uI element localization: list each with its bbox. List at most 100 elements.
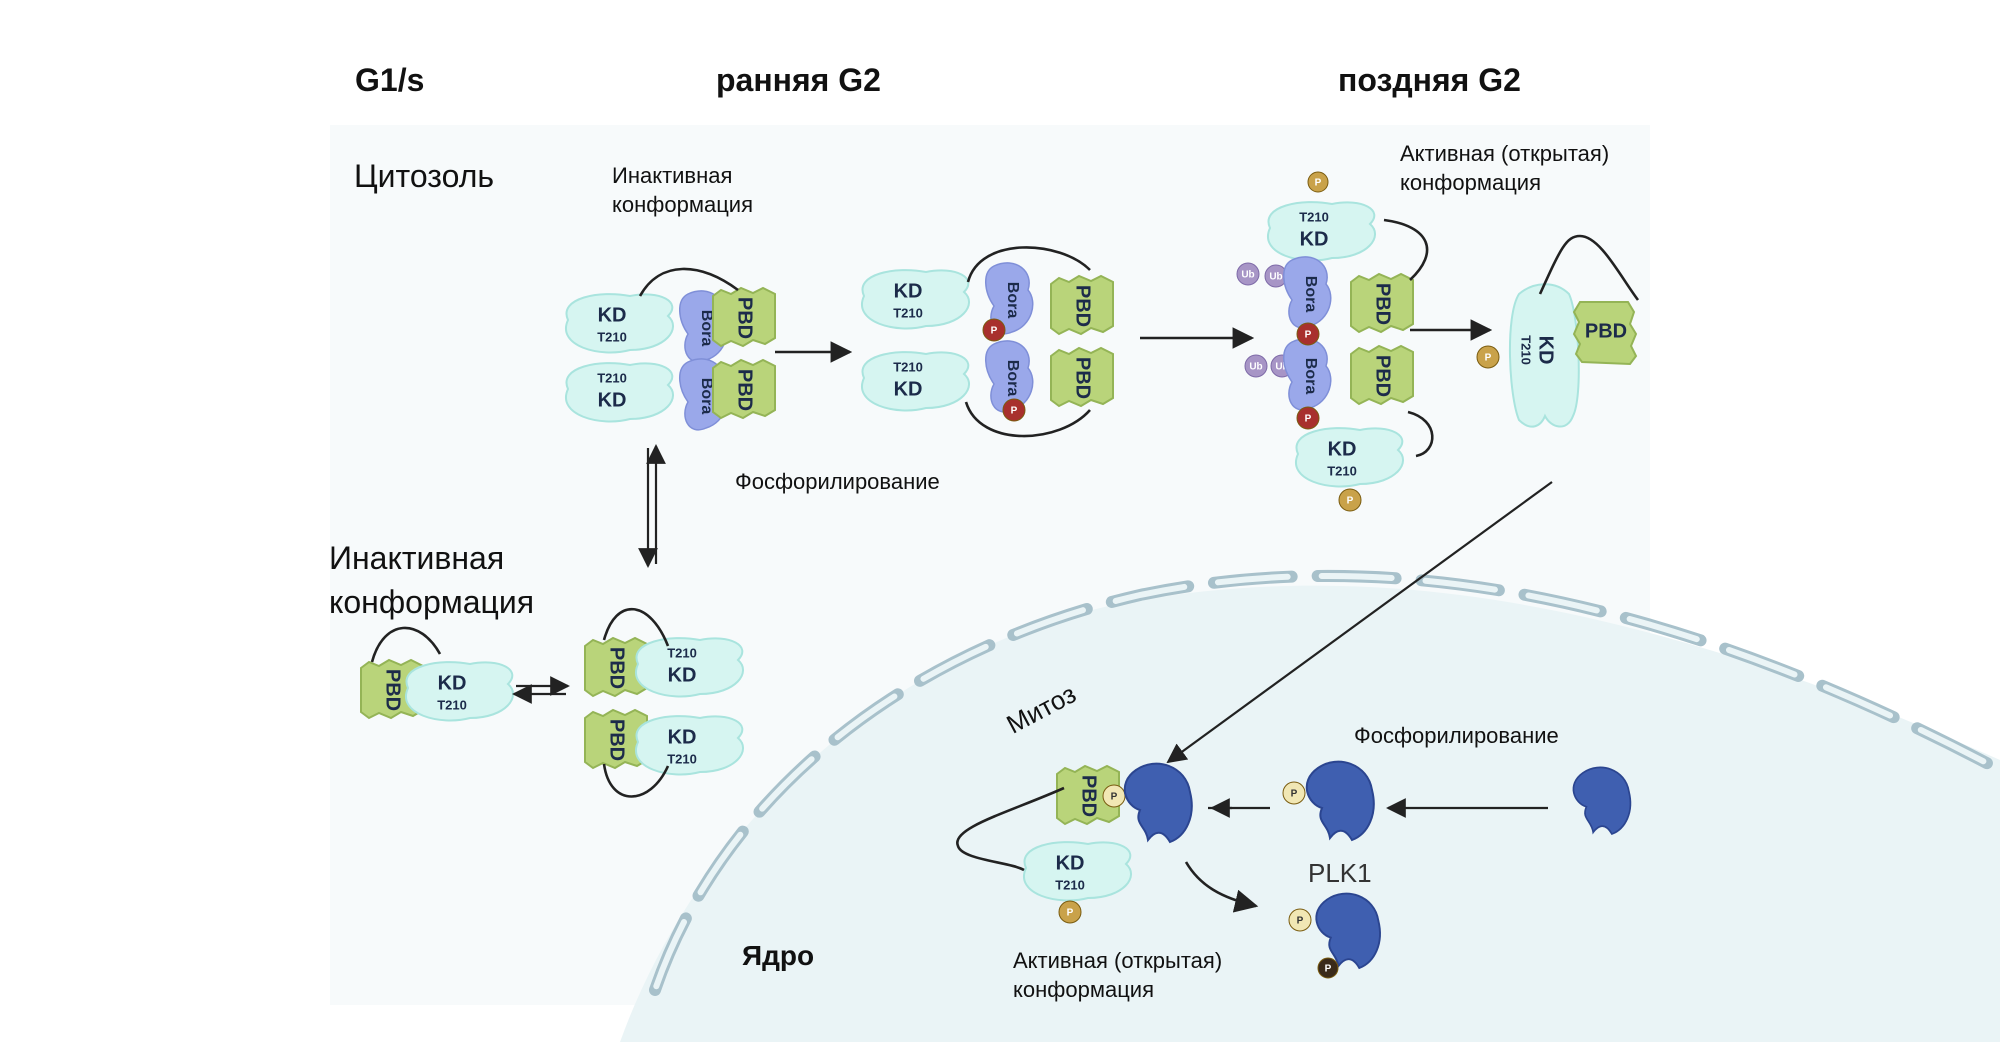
kd-shape — [405, 661, 514, 722]
linker-g1-dimer-1 — [602, 607, 670, 647]
pbd-pocket — [1376, 368, 1394, 384]
plk1-bottom — [1315, 892, 1381, 970]
kd-shape — [565, 362, 674, 423]
phospho-circle — [1338, 488, 1362, 512]
inactive-conformation-top-label: Инактивная конформация — [612, 163, 753, 217]
t210-text: T210 — [893, 305, 923, 320]
ub-text: Ub — [1275, 362, 1288, 373]
kd-early-p-2: KD T210 — [861, 351, 970, 412]
phospho-circle — [1296, 406, 1320, 430]
bora-shape — [985, 262, 1034, 335]
phospho-text: P — [991, 326, 998, 337]
pbd-text: PBD — [1372, 355, 1394, 397]
phospho-mitosis: P — [1102, 784, 1126, 808]
inactive-conformation-left-label: Инактивная конформация — [329, 540, 535, 620]
kd-text: KD — [1056, 852, 1085, 874]
phospho-text: P — [1291, 789, 1298, 800]
cytosol-label: Цитозоль — [354, 158, 495, 194]
phospho-late-bottom: P — [1338, 488, 1362, 512]
phase-early-g2-label: ранняя G2 — [716, 62, 881, 98]
kd-late-2: KD T210 — [1295, 427, 1404, 488]
linker-mitosis — [956, 786, 1065, 872]
linker-late-1 — [1383, 218, 1429, 281]
kd-open-text: KD — [1535, 336, 1557, 365]
ub-text: Ub — [1249, 362, 1262, 373]
phospho-plk1-mid: P — [1282, 781, 1306, 805]
phospho-plk1-bottom: P — [1288, 908, 1312, 932]
linker-late-2 — [1407, 410, 1434, 458]
pbd-g1: PBD — [360, 658, 424, 720]
pbd-text: PBD — [382, 669, 404, 711]
kd-open-shape — [1509, 283, 1580, 428]
bora-early-p-1: Bora — [985, 262, 1034, 335]
kd-text: KD — [668, 726, 697, 748]
phospho-text: P — [1111, 792, 1118, 803]
phosphorylation-top-label: Фосфорилирование — [735, 469, 940, 494]
phospho-circle — [1307, 171, 1329, 193]
phospho-text: P — [1485, 353, 1492, 364]
nucleus-region — [620, 585, 2000, 1042]
phase-late-g2-label: поздняя G2 — [1338, 62, 1521, 98]
kd-labels: KD T210 — [893, 359, 923, 400]
linker-early-p-1 — [966, 246, 1091, 283]
phospho-circle — [1282, 781, 1306, 805]
pbd-text: PBD — [606, 647, 628, 689]
pbd-text: PBD — [606, 719, 628, 761]
phospho-text: P — [1297, 916, 1304, 927]
phospho-circle — [1317, 957, 1339, 979]
t210-text: T210 — [667, 645, 697, 660]
phospho-late-top: P — [1307, 171, 1329, 193]
phospho-text: P — [1325, 964, 1332, 975]
t210-text: T210 — [597, 329, 627, 344]
pbd-text: PBD — [1078, 775, 1100, 817]
plk1-mitosis-bound — [1123, 762, 1193, 844]
t210-text: T210 — [893, 359, 923, 374]
kd-g1-dimer-2: KD T210 — [635, 715, 744, 776]
plk1-shape — [1123, 762, 1193, 844]
phospho-circle — [1288, 908, 1312, 932]
pbd-mitosis: PBD — [1056, 764, 1120, 826]
kd-shape — [861, 351, 970, 412]
pbd-pocket — [738, 382, 756, 398]
pbd-pocket — [386, 682, 404, 698]
kd-text: KD — [598, 389, 627, 411]
pbd-early-p-2: PBD — [1050, 346, 1114, 408]
kd-text: KD — [894, 378, 923, 400]
t210-text: T210 — [1299, 209, 1329, 224]
t210-text: T210 — [1327, 463, 1357, 478]
kd-text: KD — [438, 672, 467, 694]
t210-text: T210 — [667, 751, 697, 766]
pbd-pocket — [1082, 788, 1100, 804]
linker-early-1 — [638, 267, 739, 297]
arrow-to-nucleus — [1166, 481, 1553, 764]
active-conformation-top-label: Активная (открытая) конформация — [1400, 141, 1610, 195]
phospho-late-red-1: P — [1296, 322, 1320, 346]
phospho-circle — [1058, 900, 1082, 924]
phospho-open: P — [1476, 345, 1500, 369]
phospho-mitosis-kd: P — [1058, 900, 1082, 924]
phospho-circle — [1002, 398, 1026, 422]
plk1-right — [1572, 766, 1632, 836]
linker-g1 — [370, 626, 442, 663]
plk1-shape — [1305, 760, 1375, 842]
kd-labels: KD T210 — [667, 726, 697, 766]
kd-shape — [635, 637, 744, 698]
bora-late-2: Bora — [1283, 338, 1332, 411]
phospho-early-2: P — [1002, 398, 1026, 422]
plk1-label: PLK1 — [1308, 858, 1372, 888]
pbd-late-2: PBD — [1350, 344, 1414, 406]
kd-text: KD — [1328, 438, 1357, 460]
phosphorylation-bottom-label: Фосфорилирование — [1354, 723, 1559, 748]
linker-g1-dimer-2 — [602, 763, 670, 798]
